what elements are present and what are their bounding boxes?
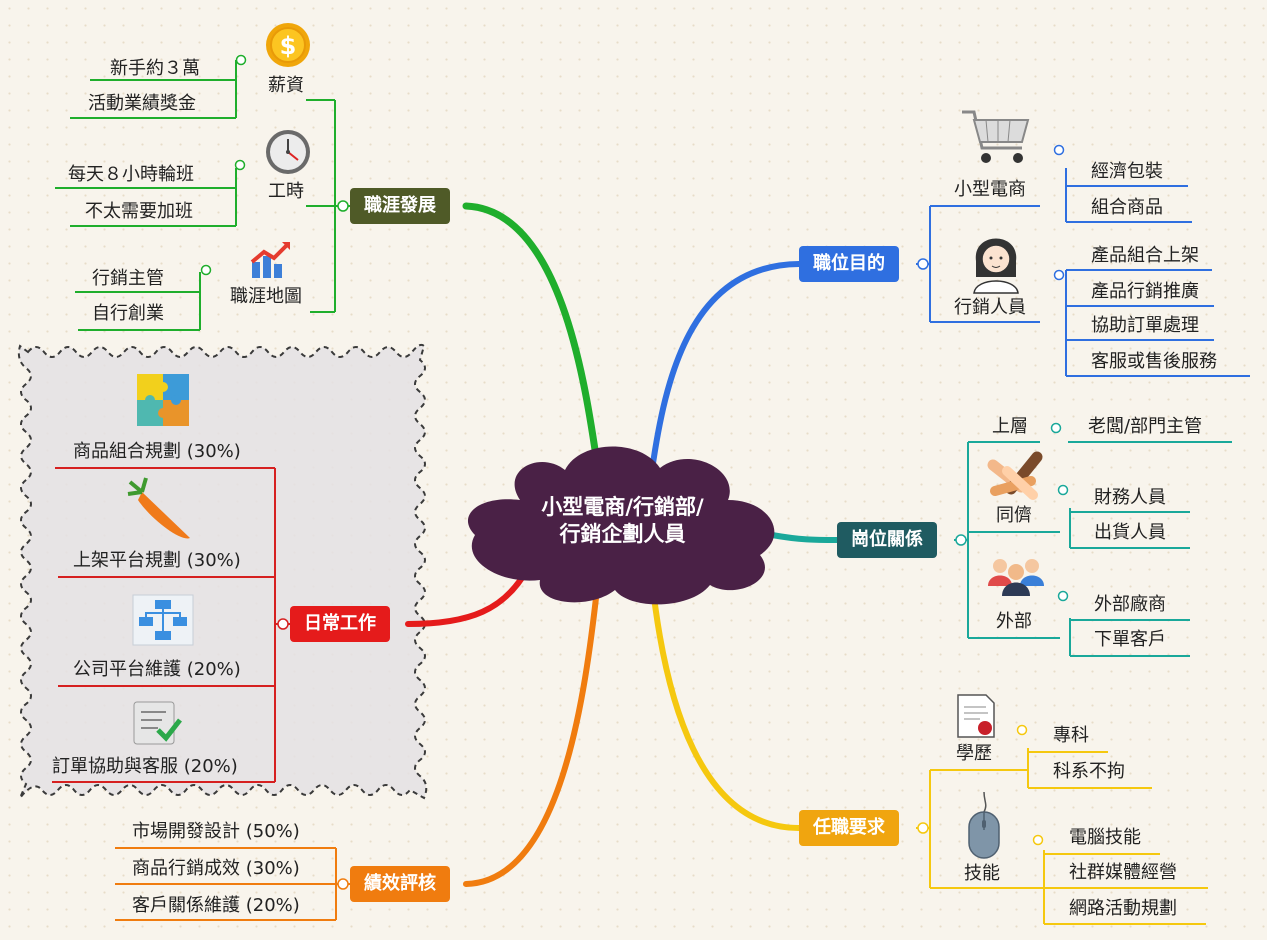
checklist-icon xyxy=(133,701,182,745)
branch-require xyxy=(649,577,802,831)
career-map-item[interactable]: 行銷主管 xyxy=(92,268,164,289)
skill-item[interactable]: 電腦技能 xyxy=(1069,827,1141,848)
upper-item[interactable]: 老闆/部門主管 xyxy=(1088,416,1203,437)
daily-item[interactable]: 公司平台維護 (20%) xyxy=(73,659,241,680)
topic-career[interactable]: 職涯發展 xyxy=(350,188,450,224)
dollar-coin-icon: $ xyxy=(266,23,310,67)
clock-icon xyxy=(266,130,310,174)
marketer-item[interactable]: 協助訂單處理 xyxy=(1091,315,1199,336)
subtopic-skill[interactable]: 技能 xyxy=(964,863,1000,884)
skill-item[interactable]: 網路活動規劃 xyxy=(1069,898,1177,919)
daily-boundary xyxy=(17,343,428,800)
subtopic-salary[interactable]: 薪資 xyxy=(268,75,304,96)
subtopic-external[interactable]: 外部 xyxy=(996,611,1032,632)
topic-job-purpose[interactable]: 職位目的 xyxy=(799,246,899,282)
subtopic-marketer[interactable]: 行銷人員 xyxy=(954,297,1026,318)
central-topic-line1: 小型電商/行銷部/ xyxy=(541,495,704,519)
daily-item[interactable]: 訂單協助與客服 (20%) xyxy=(52,756,238,777)
certificate-icon xyxy=(957,694,995,738)
education-item[interactable]: 專科 xyxy=(1053,725,1089,746)
flowchart-icon xyxy=(132,594,194,646)
hours-item[interactable]: 每天８小時輪班 xyxy=(68,164,194,185)
daily-item[interactable]: 商品組合規劃 (30%) xyxy=(73,441,241,462)
branch-career xyxy=(462,202,602,474)
subtopic-peer[interactable]: 同儕 xyxy=(996,505,1032,526)
review-item[interactable]: 商品行銷成效 (30%) xyxy=(132,858,300,879)
marketer-item[interactable]: 客服或售後服務 xyxy=(1091,351,1217,372)
svg-text:$: $ xyxy=(280,32,297,60)
branch-goal xyxy=(649,261,802,473)
marketer-item[interactable]: 產品組合上架 xyxy=(1091,245,1199,266)
central-topic[interactable]: 小型電商/行銷部/ 行銷企劃人員 xyxy=(510,494,735,548)
subtopic-upper[interactable]: 上層 xyxy=(992,416,1028,437)
subtopic-career-map[interactable]: 職涯地圖 xyxy=(230,286,302,307)
people-icon xyxy=(988,559,1044,596)
mouse-icon xyxy=(968,791,1000,859)
review-item[interactable]: 客戶關係維護 (20%) xyxy=(132,895,300,916)
daily-item[interactable]: 上架平台規劃 (30%) xyxy=(73,550,241,571)
review-item[interactable]: 市場開發設計 (50%) xyxy=(132,821,300,842)
handshake-icon xyxy=(987,451,1043,500)
puzzle-icon xyxy=(137,374,189,426)
topic-daily-work[interactable]: 日常工作 xyxy=(290,606,390,642)
peer-item[interactable]: 出貨人員 xyxy=(1094,522,1166,543)
career-map-item[interactable]: 自行創業 xyxy=(92,303,164,324)
branch-relation xyxy=(769,532,840,543)
topic-performance-review[interactable]: 績效評核 xyxy=(350,866,450,902)
subtopic-hours[interactable]: 工時 xyxy=(268,181,304,202)
ecommerce-item[interactable]: 經濟包裝 xyxy=(1091,161,1163,182)
salary-item[interactable]: 新手約３萬 xyxy=(110,58,200,79)
ecommerce-item[interactable]: 組合商品 xyxy=(1091,197,1163,218)
carrot-icon xyxy=(127,477,190,539)
subtopic-small-ecommerce[interactable]: 小型電商 xyxy=(954,179,1026,200)
peer-item[interactable]: 財務人員 xyxy=(1094,487,1166,508)
marketer-item[interactable]: 產品行銷推廣 xyxy=(1091,281,1199,302)
growth-chart-icon xyxy=(250,242,290,278)
external-item[interactable]: 下單客戶 xyxy=(1094,629,1166,650)
topic-requirements[interactable]: 任職要求 xyxy=(799,810,899,846)
branch-daily xyxy=(405,565,531,627)
shopping-cart-icon xyxy=(962,110,1030,163)
woman-avatar-icon xyxy=(973,238,1019,294)
branch-review xyxy=(463,577,601,887)
topic-position-relations[interactable]: 崗位關係 xyxy=(837,522,937,558)
subtopic-education[interactable]: 學歷 xyxy=(956,743,992,764)
external-item[interactable]: 外部廠商 xyxy=(1094,594,1166,615)
central-cloud xyxy=(467,446,775,605)
education-item[interactable]: 科系不拘 xyxy=(1053,761,1125,782)
salary-item[interactable]: 活動業績獎金 xyxy=(88,93,196,114)
hours-item[interactable]: 不太需要加班 xyxy=(85,201,193,222)
central-topic-line2: 行銷企劃人員 xyxy=(559,522,686,546)
skill-item[interactable]: 社群媒體經營 xyxy=(1069,862,1177,883)
